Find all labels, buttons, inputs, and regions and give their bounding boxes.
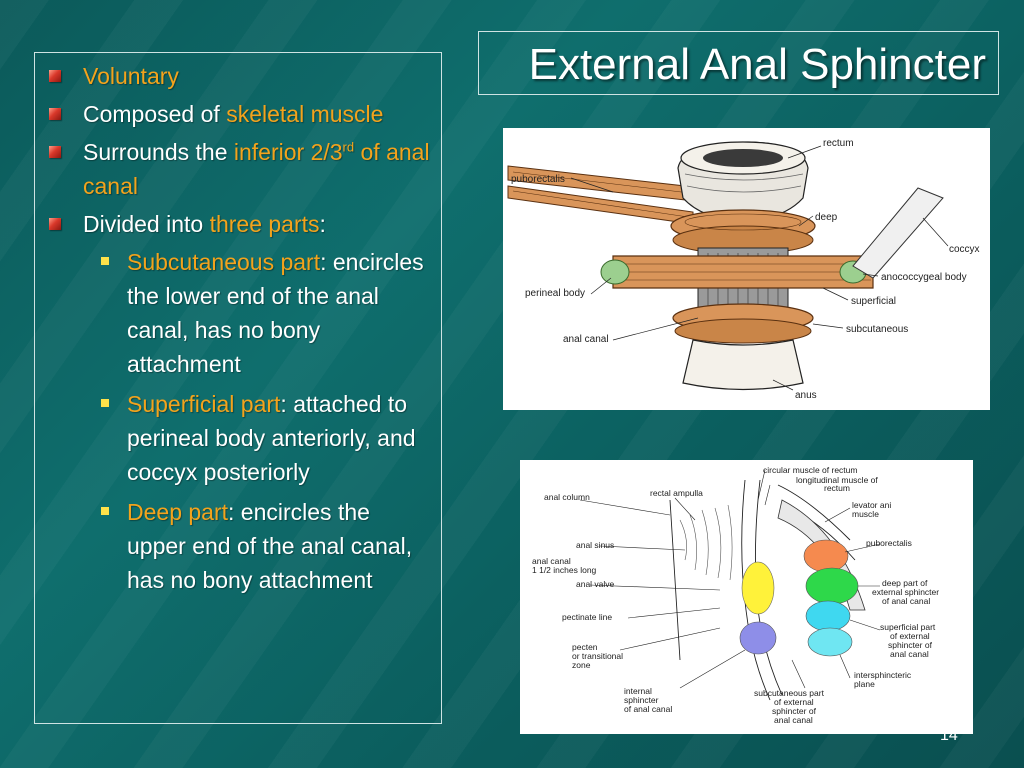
subbullet-name: Subcutaneous part xyxy=(127,249,321,275)
label-puborectalis: puborectalis xyxy=(511,174,565,185)
slide-title: External Anal Sphincter xyxy=(528,40,986,89)
bullet-highlight: skeletal muscle xyxy=(226,101,384,127)
label-subc-2: of external xyxy=(774,697,814,707)
label-pecten-3: zone xyxy=(572,660,591,670)
sphincter-illustration: rectum puborectalis deep coccyx anococcy… xyxy=(503,128,990,410)
bullet-voluntary: Voluntary xyxy=(47,59,431,93)
label-puborectalis-2: puborectalis xyxy=(866,538,912,548)
label-circular-muscle: circular muscle of rectum xyxy=(763,465,857,475)
subcutaneous-ring xyxy=(672,303,814,344)
title-box: External Anal Sphincter xyxy=(478,31,999,95)
label-pecten-1: pecten xyxy=(572,642,598,652)
label-subcutaneous: subcutaneous xyxy=(846,324,908,335)
label-sup-4: anal canal xyxy=(890,649,929,659)
subbullet-marker-icon xyxy=(101,399,109,407)
rectum-drawing xyxy=(677,141,809,221)
bullet-marker-icon xyxy=(49,70,61,82)
bullet-text: Surrounds the xyxy=(83,139,234,165)
label-sup-3: sphincter of xyxy=(888,640,933,650)
label-longitudinal-1: longitudinal muscle of xyxy=(796,475,878,485)
label-anal-sinus: anal sinus xyxy=(576,540,614,550)
bullet-surrounds: Surrounds the inferior 2/3rd of anal can… xyxy=(47,135,431,203)
bullet-text: : xyxy=(319,211,326,237)
label-anal-canal-2: 1 1/2 inches long xyxy=(532,565,597,575)
subbullet-desc: : attached to perineal body anteriorly, … xyxy=(127,391,416,485)
label-coccyx: coccyx xyxy=(949,244,980,255)
label-inter-1: intersphincteric xyxy=(854,670,912,680)
bullet-highlight: of anal canal xyxy=(83,139,430,199)
label-subc-1: subcutaneous part xyxy=(754,688,825,698)
label-anal-valve: anal valve xyxy=(576,579,615,589)
subcutaneous-blue-section xyxy=(739,621,777,655)
deep-part-green xyxy=(805,567,859,605)
label-anus: anus xyxy=(795,390,817,401)
subbullet-desc: : encircles the upper end of the anal ca… xyxy=(127,499,413,593)
label-sup-1: superficial part xyxy=(880,622,936,632)
label-anal-column: anal column xyxy=(544,492,590,502)
label-subc-3: sphincter of xyxy=(772,706,817,716)
label-sup-2: of external xyxy=(890,631,930,641)
deep-ring xyxy=(670,209,816,255)
label-subc-4: anal canal xyxy=(774,715,813,725)
label-internal-2: sphincter xyxy=(624,695,659,705)
label-anal-canal-1: anal canal xyxy=(532,556,571,566)
label-longitudinal-2: rectum xyxy=(824,483,850,493)
label-anal-canal: anal canal xyxy=(563,334,609,345)
label-deep: deep xyxy=(815,212,838,223)
label-anococcygeal: anococcygeal body xyxy=(881,272,967,283)
label-superficial: superficial xyxy=(851,296,896,307)
slide-number: 14 xyxy=(940,727,958,744)
coccyx-drawing xyxy=(852,187,944,279)
bullet-highlight: inferior 2/3 xyxy=(233,139,343,165)
label-deep-1: deep part of xyxy=(882,578,928,588)
label-pectinate: pectinate line xyxy=(562,612,612,622)
coronal-section-illustration: circular muscle of rectum longitudinal m… xyxy=(520,460,973,734)
bullet-marker-icon xyxy=(49,146,61,158)
subbullet-superficial: Superficial part: attached to perineal b… xyxy=(47,387,431,489)
label-internal-1: internal xyxy=(624,686,652,696)
puborectalis-bands xyxy=(507,165,704,225)
content-textbox: Voluntary Composed of skeletal muscle Su… xyxy=(34,52,442,724)
bullet-text: Composed of xyxy=(83,101,227,127)
bullet-list: Voluntary Composed of skeletal muscle Su… xyxy=(35,53,441,597)
label-internal-3: of anal canal xyxy=(624,704,672,714)
label-levator-2: muscle xyxy=(852,509,879,519)
label-deep-2: external sphincter xyxy=(872,587,939,597)
label-perineal: perineal body xyxy=(525,288,585,299)
perineal-body-drawing xyxy=(600,259,630,285)
internal-sphincter-yellow xyxy=(741,561,775,615)
bullet-composed: Composed of skeletal muscle xyxy=(47,97,431,131)
subbullet-desc: : encircles the lower end of the anal ca… xyxy=(127,249,424,377)
subbullet-name: Deep part xyxy=(127,499,229,525)
label-deep-3: of anal canal xyxy=(882,596,930,606)
bullet-divided: Divided into three parts: xyxy=(47,207,431,241)
subbullet-subcutaneous: Subcutaneous part: encircles the lower e… xyxy=(47,245,431,381)
bullet-highlight: three parts xyxy=(209,211,320,237)
puborectalis-orange xyxy=(803,539,849,573)
superficial-part-cyan xyxy=(805,600,851,632)
subbullet-marker-icon xyxy=(101,257,109,265)
label-rectum: rectum xyxy=(823,138,854,149)
bullet-text: Voluntary xyxy=(83,63,179,89)
subbullet-deep: Deep part: encircles the upper end of th… xyxy=(47,495,431,597)
label-inter-2: plane xyxy=(854,679,875,689)
superficial-band xyxy=(612,255,874,289)
bullet-superscript: rd xyxy=(342,139,355,155)
subbullet-name: Superficial part xyxy=(127,391,281,417)
bullet-marker-icon xyxy=(49,108,61,120)
bullet-text: Divided into xyxy=(83,211,210,237)
label-rectal-ampulla: rectal ampulla xyxy=(650,488,703,498)
subbullet-marker-icon xyxy=(101,507,109,515)
bullet-marker-icon xyxy=(49,218,61,230)
label-levator-1: levator ani xyxy=(852,500,891,510)
label-pecten-2: or transitional xyxy=(572,651,623,661)
